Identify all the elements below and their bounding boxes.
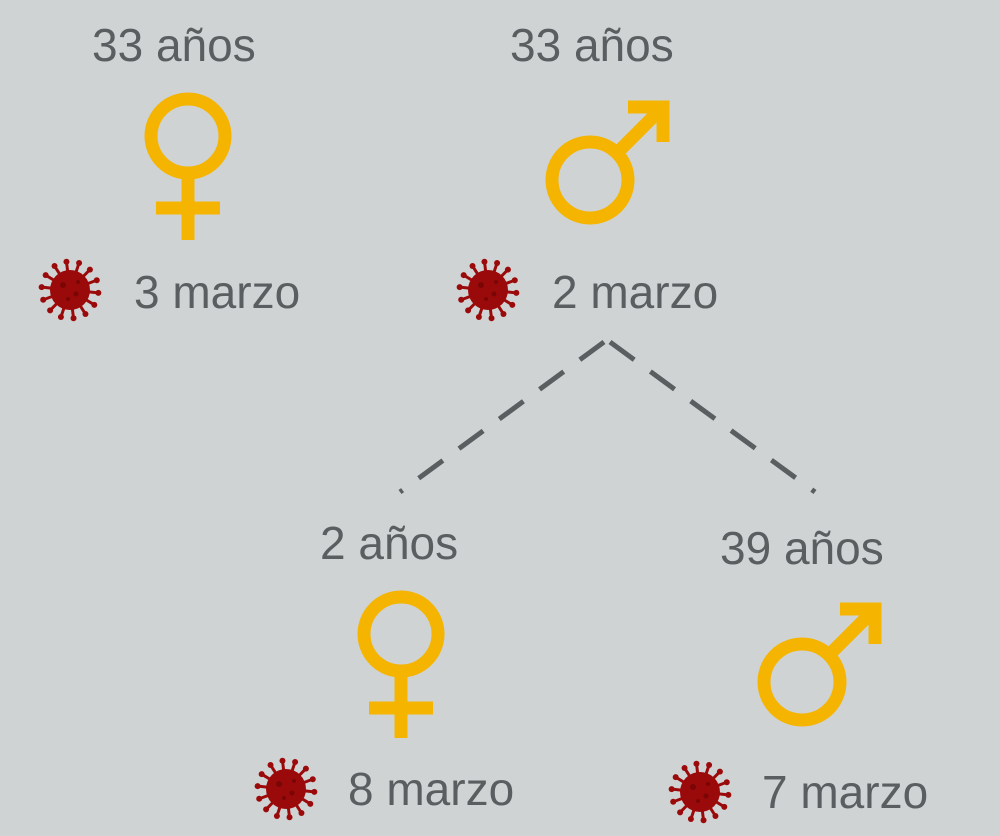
age-label-adult: 39 años (720, 522, 884, 574)
coronavirus-icon (38, 258, 102, 322)
female-symbol-icon (144, 92, 232, 240)
coronavirus-icon (456, 258, 520, 322)
link-father-to-child (398, 339, 606, 495)
male-symbol-icon (545, 100, 670, 225)
age-label-father: 33 años (510, 19, 674, 71)
coronavirus-icon (254, 757, 318, 821)
date-label-mother: 3 marzo (134, 266, 301, 318)
link-father-to-adult (608, 339, 817, 495)
female-symbol-icon (357, 590, 445, 738)
male-symbol-icon (757, 602, 882, 727)
coronavirus-icon (668, 760, 732, 824)
age-label-child: 2 años (320, 517, 459, 569)
age-label-mother: 33 años (92, 19, 256, 71)
date-label-adult: 7 marzo (762, 766, 929, 818)
date-label-father: 2 marzo (552, 266, 719, 318)
date-label-child: 8 marzo (348, 763, 515, 815)
